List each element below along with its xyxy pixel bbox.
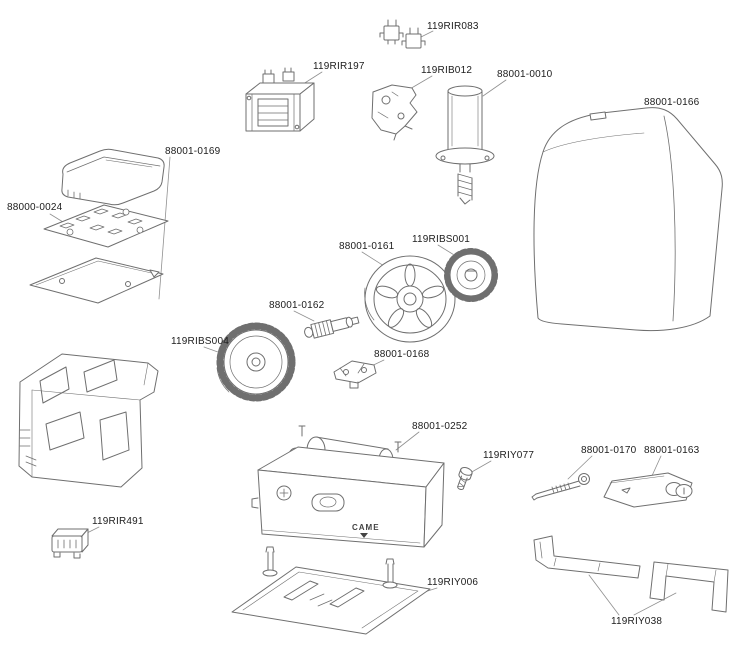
drive-gear-illustration — [216, 322, 296, 402]
part-label-88001-0252: 88001-0252 — [412, 421, 468, 432]
part-label-119RIR491: 119RIR491 — [92, 516, 144, 527]
part-label-88001-0169: 88001-0169 — [165, 146, 221, 157]
base-plate-illustration — [231, 546, 431, 635]
part-label-88001-0170: 88001-0170 — [581, 445, 637, 456]
screw-illustration — [457, 467, 473, 491]
part-label-88000-0024: 88000-0024 — [7, 202, 63, 213]
cover-housing-illustration — [533, 107, 723, 332]
release-lever-illustration — [603, 472, 693, 508]
pinion-gear-illustration — [444, 248, 498, 302]
drive-pulley-illustration — [364, 255, 456, 343]
part-label-88001-0162: 88001-0162 — [269, 300, 325, 311]
part-label-88001-0161: 88001-0161 — [339, 241, 395, 252]
chassis-frame-illustration — [18, 353, 159, 488]
part-label-119RIR197: 119RIR197 — [313, 61, 365, 72]
limit-bracket-illustration — [333, 360, 377, 389]
transformer-illustration — [245, 67, 315, 132]
part-label-119RIB012: 119RIB012 — [421, 65, 473, 76]
brush-set-illustration — [379, 19, 426, 49]
top-cover-illustration — [61, 148, 165, 206]
fixing-straps-illustration — [533, 535, 729, 613]
part-label-88001-0163: 88001-0163 — [644, 445, 700, 456]
brand-logo-text: CAME — [352, 523, 380, 532]
part-label-88001-0010: 88001-0010 — [497, 69, 553, 80]
part-label-119RIBS001: 119RIBS001 — [412, 234, 470, 245]
part-label-119RIY006: 119RIY006 — [427, 577, 479, 588]
release-pin-illustration — [531, 473, 590, 501]
part-label-119RIY077: 119RIY077 — [483, 450, 535, 461]
part-label-119RIY038: 119RIY038 — [611, 616, 663, 627]
mounting-bracket-illustration — [371, 84, 418, 141]
worm-shaft-illustration — [304, 316, 360, 339]
part-label-88001-0166: 88001-0166 — [644, 97, 700, 108]
control-board-illustration — [29, 204, 169, 304]
part-label-119RIBS004: 119RIBS004 — [171, 336, 229, 347]
small-module-illustration — [51, 528, 89, 559]
part-label-119RIR083: 119RIR083 — [427, 21, 479, 32]
motor-illustration — [435, 85, 495, 205]
part-label-88001-0168: 88001-0168 — [374, 349, 430, 360]
gearmotor-illustration: CAME — [251, 425, 445, 548]
